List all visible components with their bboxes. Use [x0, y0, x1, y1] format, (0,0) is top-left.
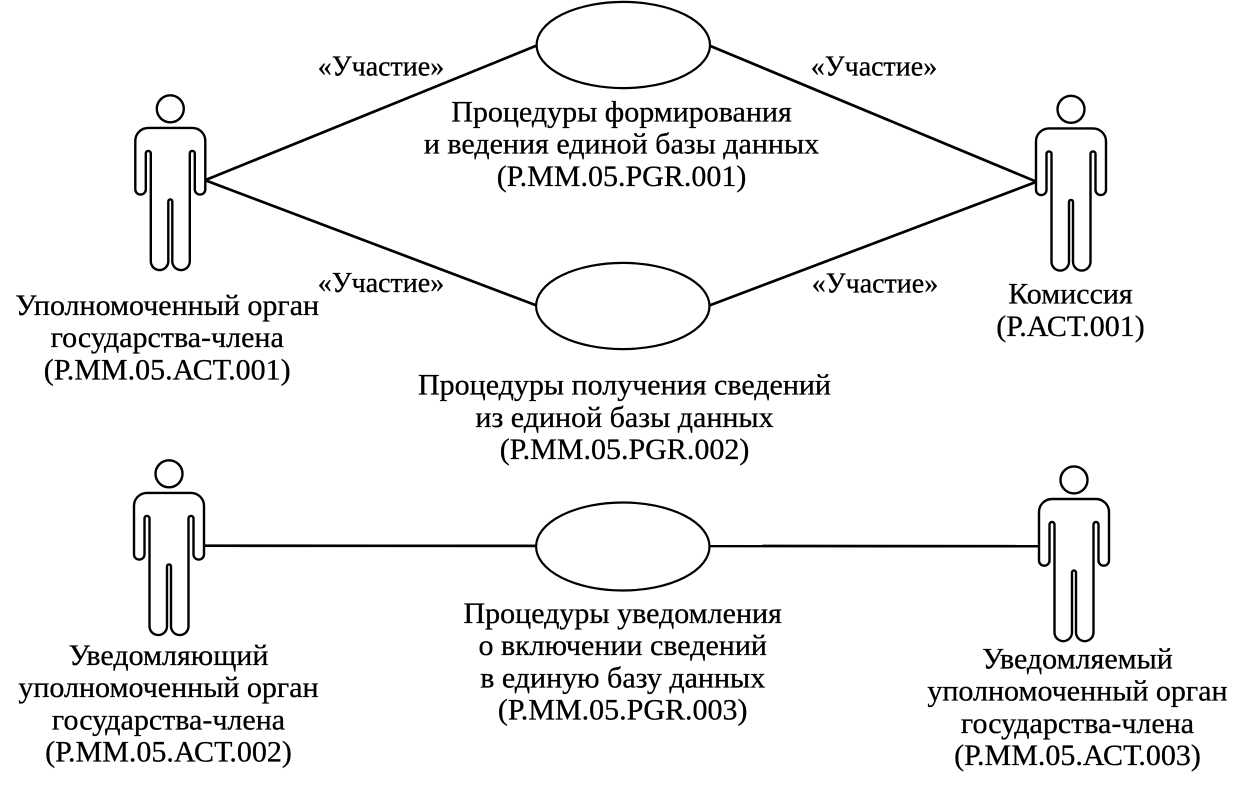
- svg-text:Процедуры получения сведений: Процедуры получения сведений: [418, 369, 831, 402]
- svg-text:Уведомляемый: Уведомляемый: [982, 642, 1173, 675]
- svg-text:государства-члена: государства-члена: [51, 321, 284, 354]
- svg-text:Процедуры формирования: Процедуры формирования: [451, 95, 792, 128]
- svg-text:в единую базу данных: в единую базу данных: [480, 661, 765, 694]
- svg-text:(Р.ММ.05.АСТ.002): (Р.ММ.05.АСТ.002): [45, 736, 292, 769]
- svg-text:(Р.ММ.05.PGR.003): (Р.ММ.05.PGR.003): [498, 694, 748, 727]
- svg-text:государства-члена: государства-члена: [961, 707, 1194, 740]
- svg-text:Процедуры уведомления: Процедуры уведомления: [464, 597, 783, 630]
- svg-text:«Участие»: «Участие»: [318, 51, 444, 82]
- svg-text:государства-члена: государства-члена: [52, 703, 285, 736]
- svg-text:Комиссия: Комиссия: [1008, 278, 1133, 311]
- svg-text:(Р.ММ.05.PGR.002): (Р.ММ.05.PGR.002): [500, 433, 750, 466]
- svg-text:из единой базы данных: из единой базы данных: [475, 401, 773, 434]
- svg-text:о включении сведений: о включении сведений: [478, 629, 767, 662]
- svg-text:(Р.АСТ.001): (Р.АСТ.001): [996, 310, 1144, 343]
- svg-text:(Р.ММ.05.АСТ.001): (Р.ММ.05.АСТ.001): [44, 353, 291, 386]
- svg-text:уполномоченный орган: уполномоченный орган: [18, 671, 318, 704]
- svg-text:уполномоченный орган: уполномоченный орган: [927, 675, 1227, 708]
- svg-text:(Р.ММ.05.АСТ.003): (Р.ММ.05.АСТ.003): [954, 739, 1201, 772]
- svg-text:«Участие»: «Участие»: [318, 268, 444, 299]
- svg-text:«Участие»: «Участие»: [811, 51, 937, 82]
- svg-text:(Р.ММ.05.PGR.001): (Р.ММ.05.PGR.001): [497, 160, 747, 193]
- svg-text:«Участие»: «Участие»: [812, 268, 938, 299]
- svg-text:Уполномоченный орган: Уполномоченный орган: [15, 289, 319, 322]
- svg-text:Уведомляющий: Уведомляющий: [69, 639, 269, 672]
- svg-text:и ведения единой базы данных: и ведения единой базы данных: [424, 128, 819, 161]
